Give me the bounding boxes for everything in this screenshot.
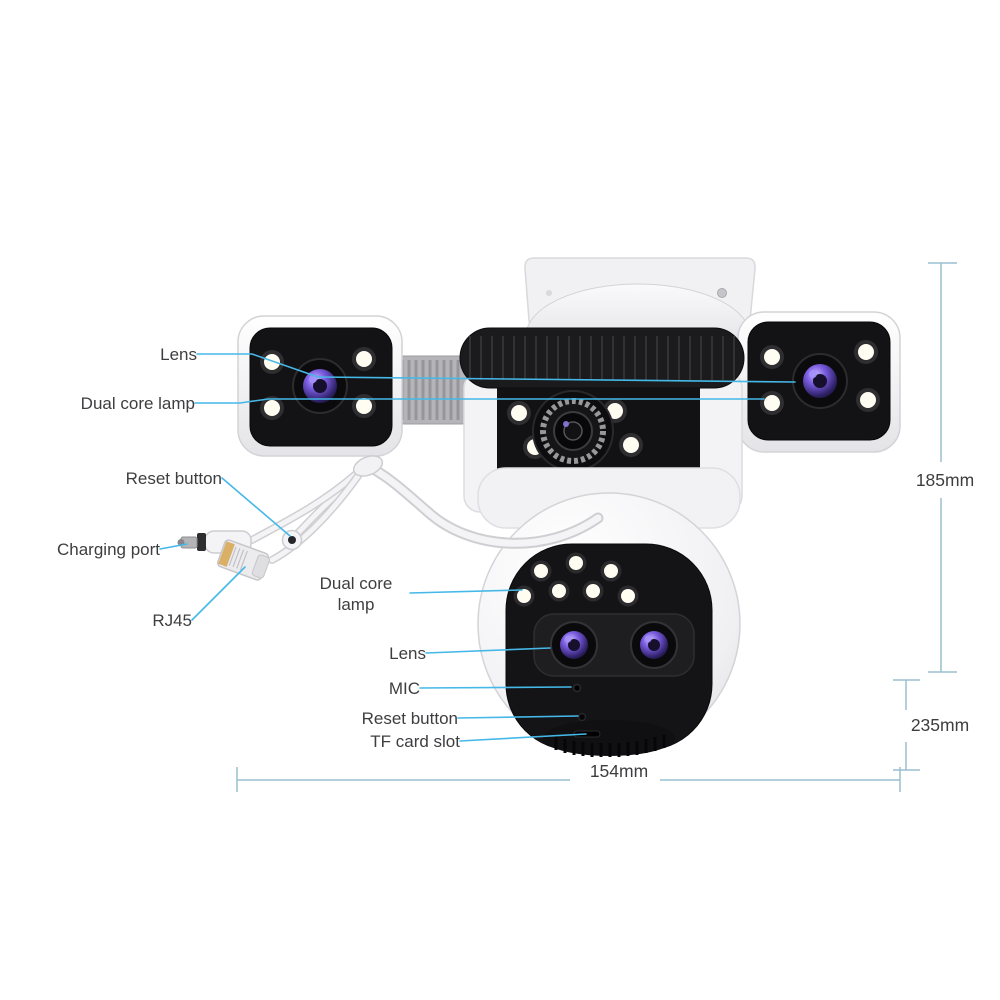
callout-lens-bottom: Lens (389, 644, 426, 663)
ball-base-ribs (554, 735, 666, 757)
ball-left-lens (550, 621, 598, 669)
dimension-label-185mm: 185mm (915, 470, 975, 490)
reset-button-hole (577, 712, 587, 722)
callout-rj45: RJ45 (152, 611, 192, 630)
callout-dual-core-lamp-top: Dual core lamp (80, 394, 195, 413)
callout-tf-card-slot: TF card slot (370, 732, 460, 751)
left-camera-arm (395, 355, 471, 425)
dimension-label-154mm: 154mm (589, 761, 649, 781)
callout-charging-port: Charging port (56, 540, 160, 559)
ball-right-lens (630, 621, 678, 669)
right-camera-dual-core-lamps (760, 340, 880, 415)
left-camera-lens (292, 358, 348, 414)
right-camera-lens (792, 353, 848, 409)
callout-lens-top: Lens (160, 345, 197, 364)
dimension-lines (236, 262, 957, 792)
callout-reset-button-bottom: Reset button (361, 709, 458, 728)
head-ring (459, 327, 745, 389)
dimension-154 (236, 767, 901, 792)
dimension-label-235mm: 235mm (910, 715, 970, 735)
dimension-185 (928, 262, 957, 673)
dimension-235 (893, 679, 920, 771)
cable-splitter (352, 455, 384, 477)
callout-mic: MIC (388, 679, 420, 698)
rj45-connector (216, 539, 270, 581)
ptz-ball-camera (477, 492, 741, 757)
ball-base (543, 720, 675, 756)
ball-dual-lens-module (533, 613, 695, 677)
leader-lines (159, 353, 796, 742)
reset-pigtail-connector (281, 529, 303, 551)
left-camera-dual-core-lamps (260, 347, 376, 420)
bracket-screw (717, 288, 727, 298)
right-bullet-camera (737, 311, 901, 453)
left-bullet-camera (237, 315, 403, 457)
callout-dual-core-lamp-bottom: Dual core lamp (319, 574, 393, 614)
callout-reset-button-top: Reset button (125, 469, 222, 488)
head-main-lens (532, 390, 614, 472)
power-cables (177, 455, 604, 581)
bracket-hole (546, 290, 552, 296)
mic-hole (572, 683, 582, 693)
